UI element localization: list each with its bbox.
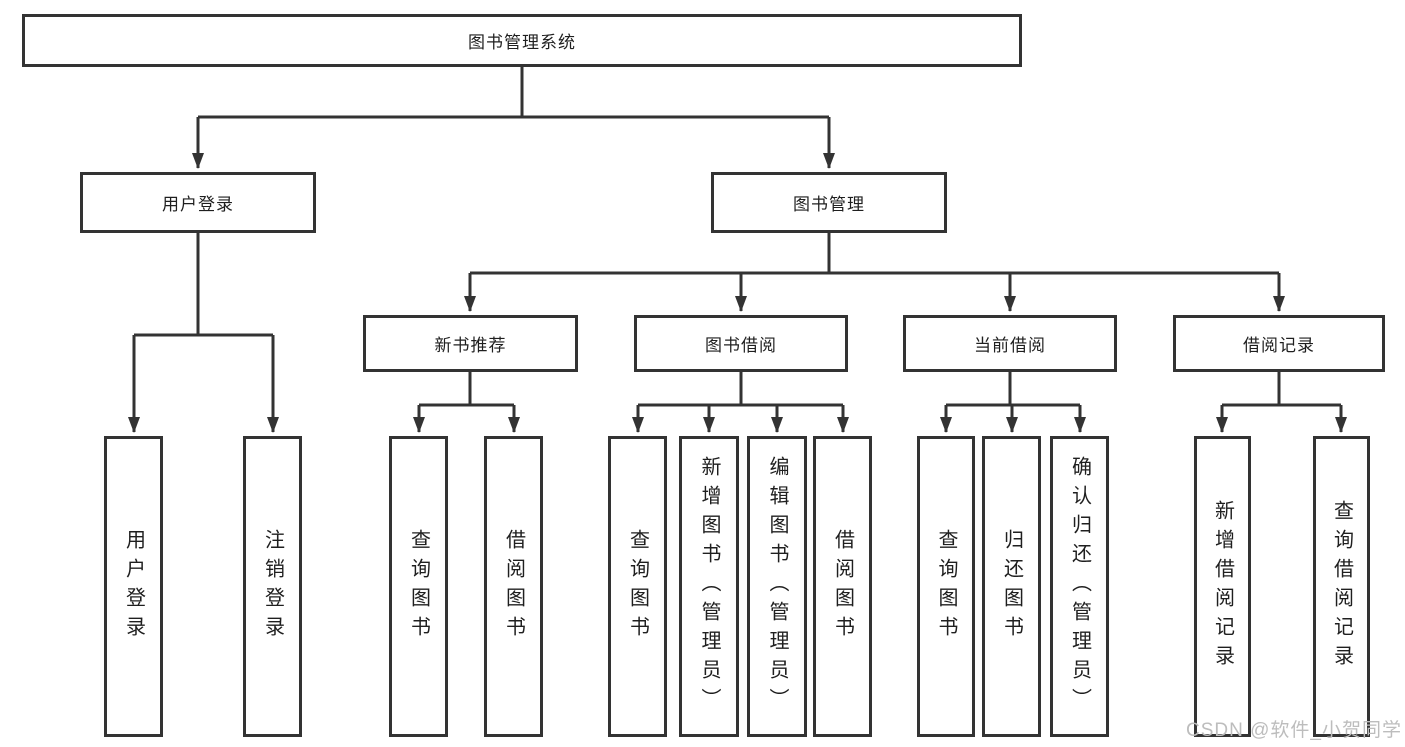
node-current-borrow: 当前借阅	[903, 315, 1117, 372]
csdn-watermark: CSDN @软件_小贺同学	[1186, 720, 1402, 741]
leaf-current-confirm-return-admin: 确认归还（管理员）	[1050, 436, 1109, 737]
node-book-management: 图书管理	[711, 172, 947, 233]
leaf-records-query-borrow-record: 查询借阅记录	[1313, 436, 1370, 737]
leaf-recommend-query-book: 查询图书	[389, 436, 448, 737]
leaf-current-return-book: 归还图书	[982, 436, 1041, 737]
leaf-current-query-book: 查询图书	[917, 436, 975, 737]
node-borrow-records: 借阅记录	[1173, 315, 1385, 372]
leaf-logout-login: 注销登录	[243, 436, 302, 737]
leaf-borrow-edit-book-admin: 编辑图书（管理员）	[747, 436, 807, 737]
leaf-borrow-add-book-admin: 新增图书（管理员）	[679, 436, 739, 737]
leaf-user-login: 用户登录	[104, 436, 163, 737]
leaf-borrow-borrow-book: 借阅图书	[813, 436, 872, 737]
node-root-system: 图书管理系统	[22, 14, 1022, 67]
leaf-recommend-borrow-book: 借阅图书	[484, 436, 543, 737]
node-book-borrow: 图书借阅	[634, 315, 848, 372]
node-new-book-recommend: 新书推荐	[363, 315, 578, 372]
leaf-records-add-borrow-record: 新增借阅记录	[1194, 436, 1251, 737]
node-user-login: 用户登录	[80, 172, 316, 233]
leaf-borrow-query-book: 查询图书	[608, 436, 667, 737]
